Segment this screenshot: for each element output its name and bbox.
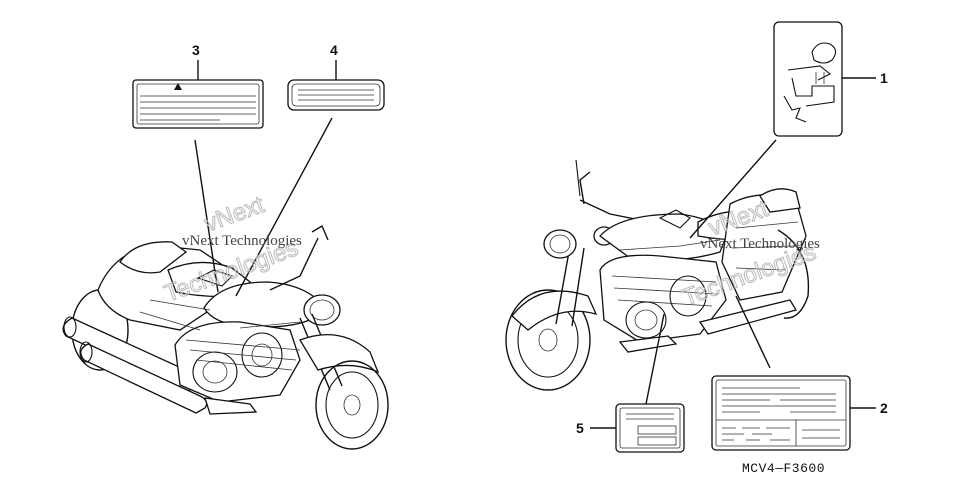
watermark-company-right: vNext Technologies [700, 236, 820, 252]
callout-1: 1 [880, 70, 888, 86]
label-part-5 [615, 403, 685, 453]
callout-3: 3 [192, 42, 200, 58]
leader-lines [194, 60, 876, 429]
callout-4: 4 [330, 42, 338, 58]
label-part-3 [132, 79, 264, 129]
label-part-4 [287, 79, 385, 111]
watermark-company-left: vNext Technologies [182, 233, 302, 249]
callout-5: 5 [576, 420, 584, 436]
motorcycle-right [505, 159, 810, 391]
motorcycle-left [62, 224, 389, 450]
label-part-2 [711, 375, 851, 451]
label-part-1 [773, 21, 843, 137]
callout-2: 2 [880, 400, 888, 416]
watermark-brand-left: vNext [201, 191, 268, 237]
warning-triangle-icon [174, 83, 182, 90]
callout-numbers: 3 4 1 2 5 [192, 42, 888, 436]
diagram-code: MCV4—F3600 [742, 461, 825, 476]
